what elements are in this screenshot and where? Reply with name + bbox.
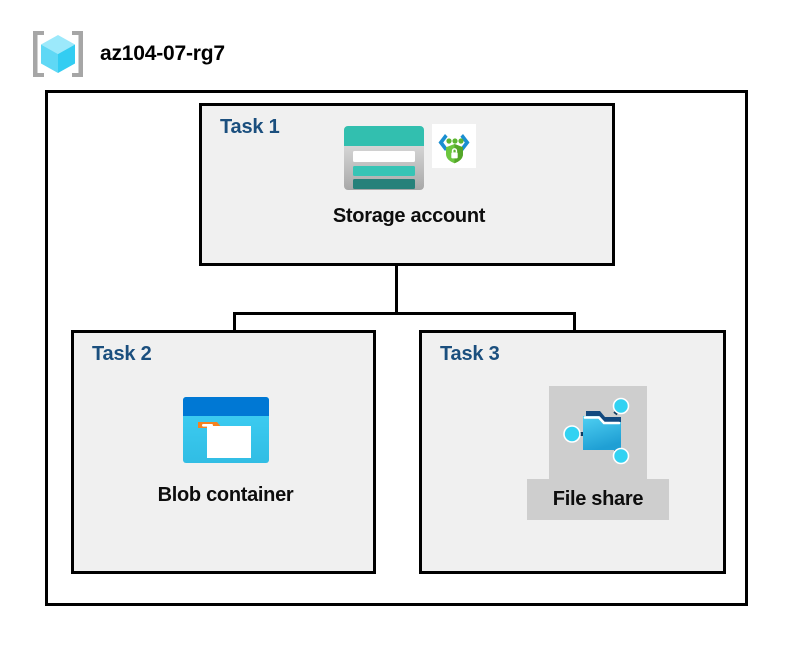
task-box-2: Task 2 xyxy=(71,330,376,574)
blob-container-caption: Blob container xyxy=(157,484,294,506)
blob-container-icon xyxy=(181,395,271,472)
node-storage-account[interactable]: Storage account xyxy=(284,124,534,227)
connector-horizontal-bus xyxy=(233,312,576,315)
storage-account-icon xyxy=(342,124,426,197)
resource-group-header: az104-07-rg7 xyxy=(30,28,225,80)
connector-trunk xyxy=(395,219,398,315)
file-share-icon xyxy=(559,392,637,475)
task-3-label: Task 3 xyxy=(440,343,500,365)
task-1-label: Task 1 xyxy=(220,116,280,138)
storage-account-icon-group xyxy=(342,124,476,197)
resource-group-cube-icon xyxy=(30,28,86,80)
node-file-share[interactable]: File share xyxy=(498,386,698,520)
private-endpoint-icon xyxy=(432,124,476,173)
node-blob-container[interactable]: Blob container xyxy=(113,395,338,506)
file-share-icon-group xyxy=(549,386,647,479)
resource-group-name: az104-07-rg7 xyxy=(100,42,225,65)
file-share-caption: File share xyxy=(526,479,670,520)
task-2-label: Task 2 xyxy=(92,343,152,365)
blob-container-icon-group xyxy=(181,395,271,472)
storage-account-caption: Storage account xyxy=(332,205,486,227)
